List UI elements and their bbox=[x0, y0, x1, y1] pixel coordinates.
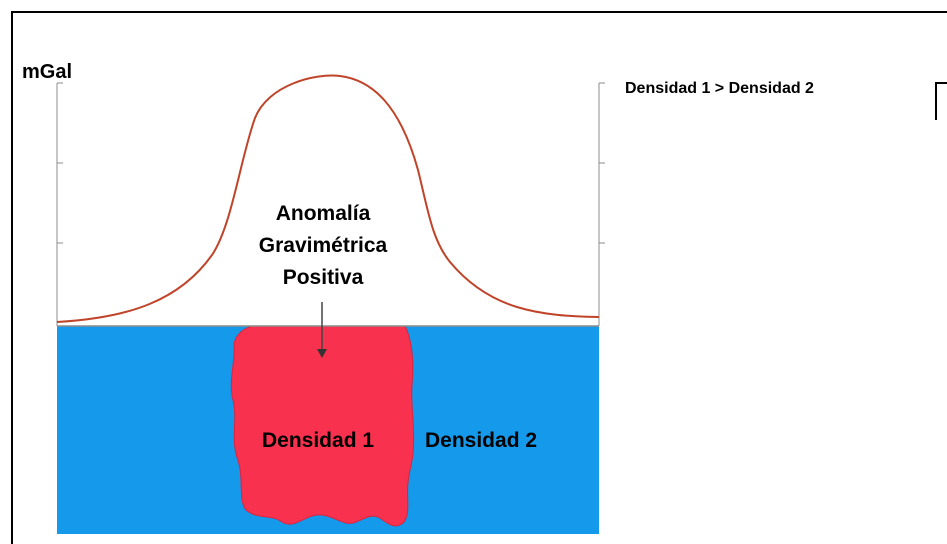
axis-unit-label: mGal bbox=[22, 61, 72, 83]
cropped-box-edge bbox=[935, 82, 947, 120]
density-relation-note: Densidad 1 > Densidad 2 bbox=[625, 80, 814, 97]
dense-body bbox=[230, 325, 415, 527]
anomaly-label-line-3: Positiva bbox=[283, 266, 364, 289]
arrow-down-icon bbox=[317, 349, 327, 358]
dense-body-label: Densidad 1 bbox=[262, 429, 374, 452]
figure-frame bbox=[11, 11, 947, 544]
axis-ticks bbox=[57, 82, 605, 244]
anomaly-label-line-2: Gravimétrica bbox=[259, 234, 388, 257]
host-medium-label: Densidad 2 bbox=[425, 429, 537, 452]
anomaly-label-line-1: Anomalía bbox=[276, 202, 371, 225]
anomaly-curve bbox=[56, 74, 600, 323]
